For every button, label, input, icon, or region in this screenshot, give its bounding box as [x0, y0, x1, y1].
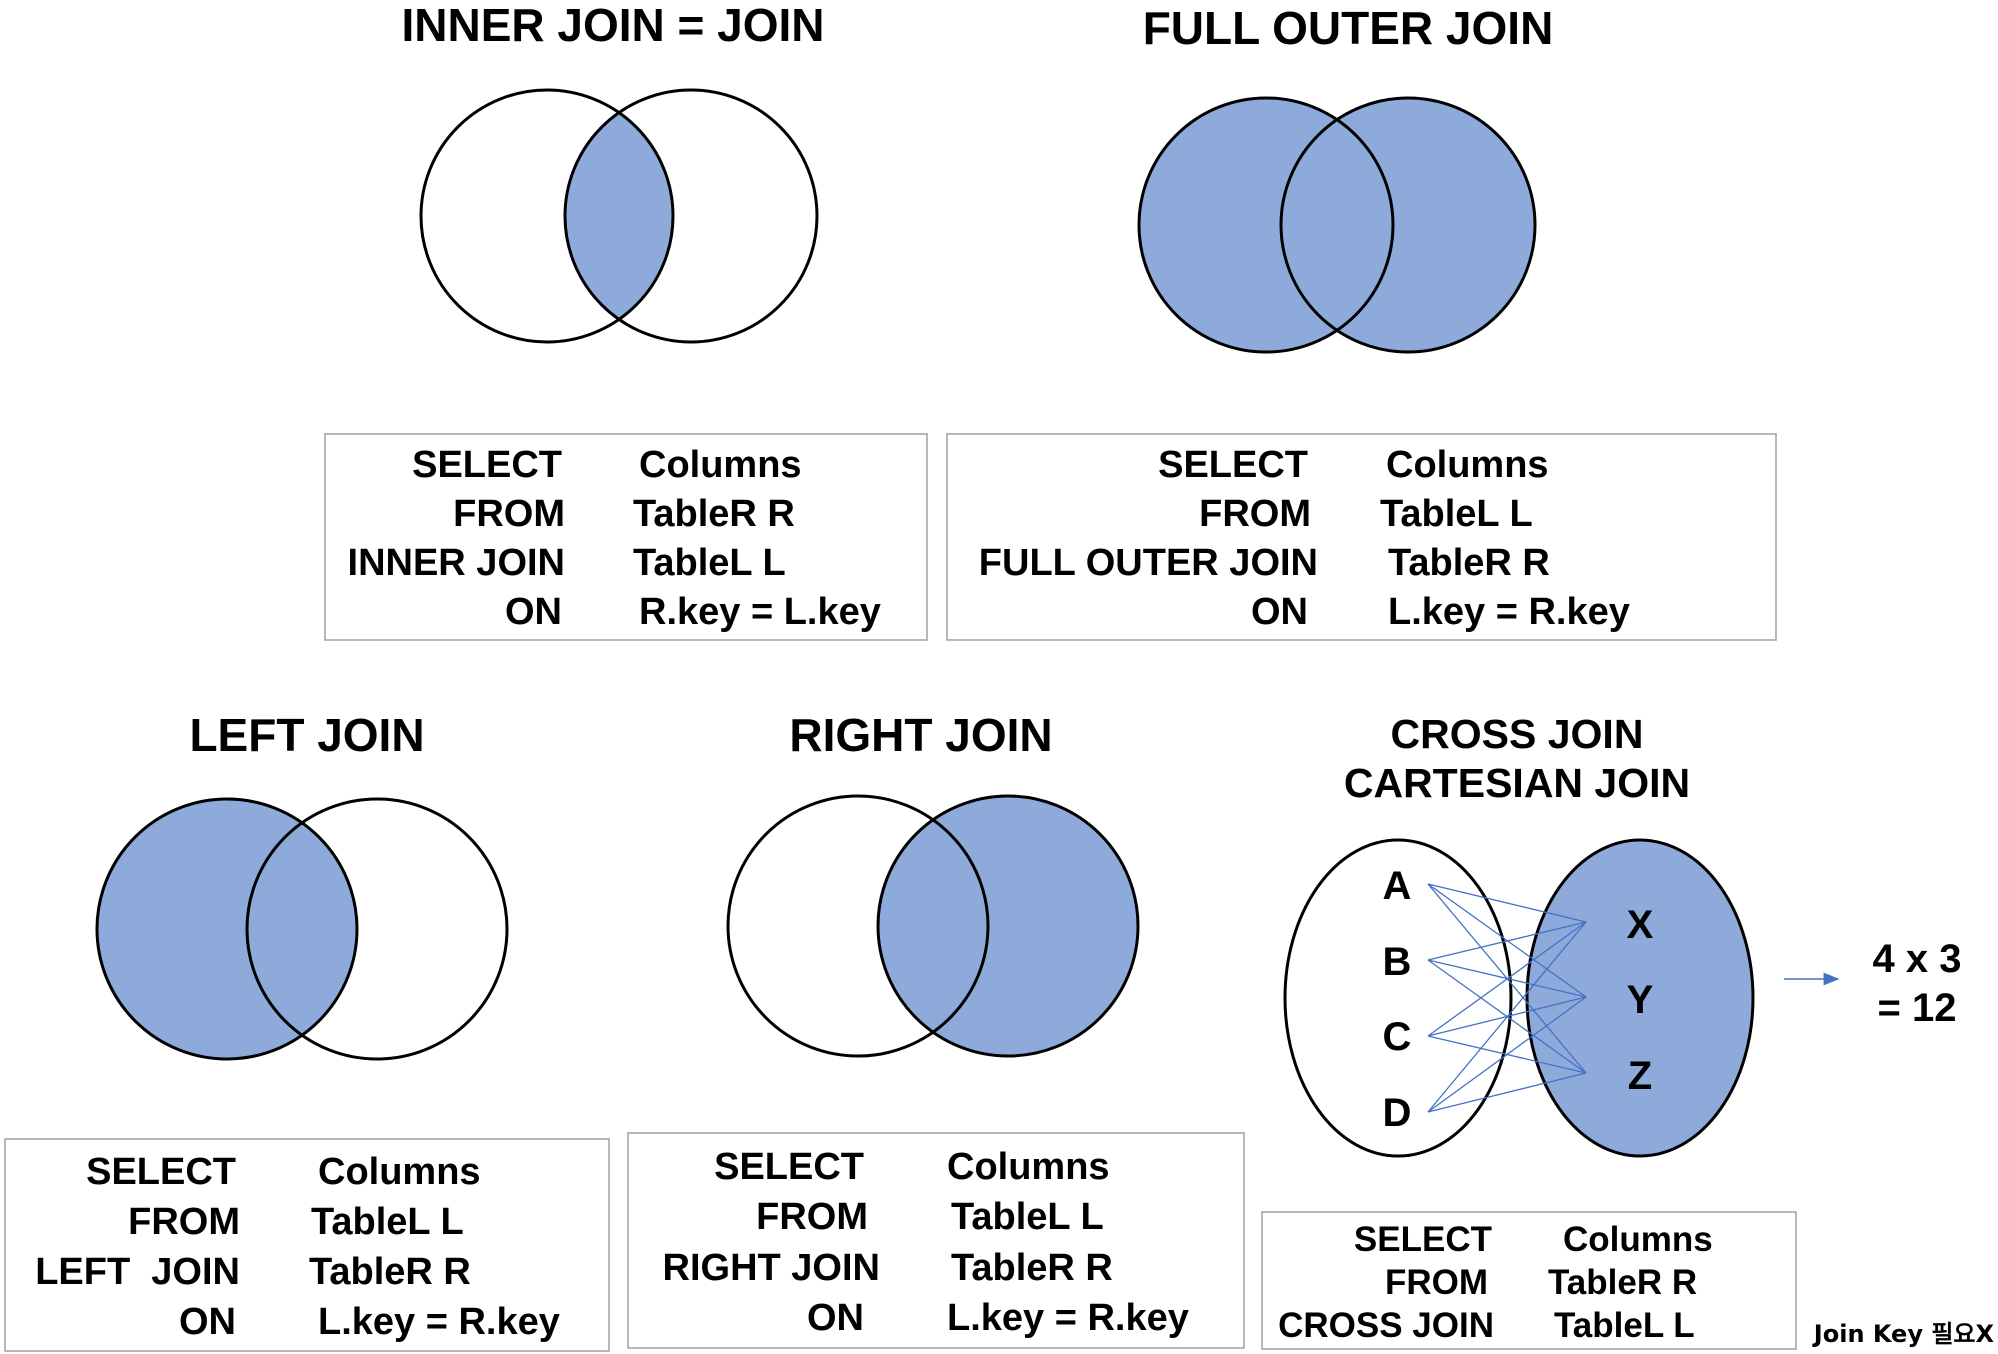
full-right-circle — [1279, 96, 1537, 354]
left-join-sql: SELECT Columns FROM TableL L LEFT JOIN T… — [35, 1151, 560, 1343]
full-left-circle — [1137, 96, 1395, 354]
sql-keyword: FULL OUTER JOIN — [979, 542, 1318, 584]
sql-value: L.key = R.key — [1388, 591, 1630, 633]
sql-value: TableR R — [1388, 542, 1550, 584]
cross-join-sql-box — [1261, 1211, 1797, 1350]
sql-keyword: SELECT — [412, 444, 562, 486]
sql-keyword: SELECT — [1158, 444, 1308, 486]
sql-keyword: FROM — [453, 493, 565, 535]
connector-line-d-x — [1427, 921, 1587, 1113]
left-join-title: LEFT JOIN — [189, 709, 424, 761]
right-set-fill — [1527, 840, 1753, 1156]
sql-value: TableL L — [311, 1201, 464, 1243]
sql-keyword: SELECT — [714, 1146, 864, 1188]
join-key-note: Join Key 필요X — [1812, 1320, 1995, 1348]
left-item: C — [1383, 1015, 1412, 1059]
sql-value: TableL L — [951, 1196, 1104, 1238]
inner-join-sql-box — [324, 433, 928, 641]
right-join-sql-box — [627, 1132, 1245, 1349]
sql-value: TableL L — [633, 542, 786, 584]
cross-join-title: CROSS JOIN — [1391, 711, 1644, 757]
full-right-fill — [1281, 98, 1535, 352]
right-join-venn — [726, 794, 1140, 1058]
sql-value: R.key = L.key — [639, 591, 881, 633]
left-join-sql-box — [4, 1138, 610, 1352]
sql-keyword: SELECT — [1354, 1220, 1492, 1259]
sql-keyword: ON — [1251, 591, 1308, 633]
sql-value: L.key = R.key — [947, 1297, 1189, 1339]
left-set-ellipse — [1283, 838, 1513, 1158]
sql-keyword: ON — [505, 591, 562, 633]
left-item: D — [1383, 1091, 1412, 1135]
right-join-right-circle — [876, 794, 1140, 1058]
connector-line-d-z — [1427, 1072, 1587, 1113]
sql-keyword: FROM — [1199, 493, 1311, 535]
inner-join-venn — [419, 88, 819, 344]
cross-join-sql: SELECT Columns FROM TableR R CROSS JOIN … — [1278, 1220, 1713, 1345]
sql-keyword: FROM — [1385, 1263, 1488, 1302]
cross-join-result-value: = 12 — [1878, 986, 1957, 1030]
right-item: Y — [1627, 978, 1654, 1022]
right-set-items: X Y Z — [1627, 903, 1654, 1098]
cross-join-sets — [1283, 838, 1755, 1158]
cartesian-join-title: CARTESIAN JOIN — [1344, 760, 1690, 806]
sql-value: Columns — [639, 444, 802, 486]
cross-join-panel: CROSS JOIN CARTESIAN JOIN A B C D X Y Z … — [1261, 711, 1995, 1350]
right-join-fill — [878, 796, 1138, 1056]
left-join-right-circle — [245, 797, 509, 1061]
inner-join-intersection — [565, 90, 673, 342]
inner-left-circle — [419, 88, 675, 344]
left-item: B — [1383, 940, 1412, 984]
full-outer-join-title: FULL OUTER JOIN — [1143, 2, 1554, 54]
inner-join-panel: INNER JOIN = JOIN SELECT Columns FROM Ta… — [324, 0, 928, 641]
right-item: X — [1627, 903, 1654, 947]
full-outer-join-sql: SELECT Columns FROM TableL L FULL OUTER … — [979, 444, 1630, 633]
sql-value: TableR R — [951, 1247, 1113, 1289]
right-item: Z — [1628, 1054, 1652, 1098]
left-join-left-circle — [95, 797, 359, 1061]
right-join-sql: SELECT Columns FROM TableL L RIGHT JOIN … — [663, 1146, 1189, 1339]
sql-keyword: LEFT JOIN — [35, 1251, 240, 1293]
left-join-panel: LEFT JOIN SELECT Columns FROM TableL L L… — [4, 709, 610, 1352]
left-item: A — [1383, 864, 1412, 908]
connector-line-b-x — [1427, 921, 1587, 961]
cross-join-result-expression: 4 x 3 — [1873, 937, 1962, 981]
right-join-left-circle — [726, 794, 990, 1058]
right-join-title: RIGHT JOIN — [789, 709, 1052, 761]
right-join-panel: RIGHT JOIN SELECT Columns FROM TableL L … — [627, 709, 1245, 1349]
sql-keyword: FROM — [756, 1196, 868, 1238]
sql-value: TableL L — [1380, 493, 1533, 535]
inner-right-circle — [563, 88, 819, 344]
sql-value: Columns — [1563, 1220, 1713, 1259]
sql-value: Columns — [947, 1146, 1110, 1188]
left-join-venn — [95, 797, 509, 1061]
sql-value: L.key = R.key — [318, 1301, 560, 1343]
sql-keyword: SELECT — [86, 1151, 236, 1193]
full-outer-join-sql-box — [946, 433, 1777, 641]
sql-value: Columns — [1386, 444, 1549, 486]
inner-join-sql: SELECT Columns FROM TableR R INNER JOIN … — [348, 444, 881, 633]
left-set-items: A B C D — [1383, 864, 1412, 1135]
inner-join-title: INNER JOIN = JOIN — [401, 0, 824, 51]
sql-keyword: ON — [807, 1297, 864, 1339]
full-outer-join-venn — [1137, 96, 1537, 354]
full-outer-join-panel: FULL OUTER JOIN SELECT Columns FROM Tabl… — [946, 2, 1777, 641]
sql-keyword: ON — [179, 1301, 236, 1343]
sql-keyword: RIGHT JOIN — [663, 1247, 880, 1289]
sql-value: Columns — [318, 1151, 481, 1193]
sql-keyword: FROM — [128, 1201, 240, 1243]
sql-value: TableL L — [1554, 1306, 1695, 1345]
connector-line-d-y — [1427, 996, 1587, 1113]
sql-value: TableR R — [1548, 1263, 1697, 1302]
sql-value: TableR R — [633, 493, 795, 535]
cross-join-connectors — [1427, 883, 1587, 1113]
sql-value: TableR R — [309, 1251, 471, 1293]
sql-keyword: CROSS JOIN — [1278, 1306, 1494, 1345]
left-join-fill — [97, 799, 357, 1059]
right-set-ellipse — [1525, 838, 1755, 1158]
sql-keyword: INNER JOIN — [348, 542, 565, 584]
connector-line-c-x — [1427, 921, 1587, 1037]
connector-line-a-x — [1427, 883, 1587, 923]
